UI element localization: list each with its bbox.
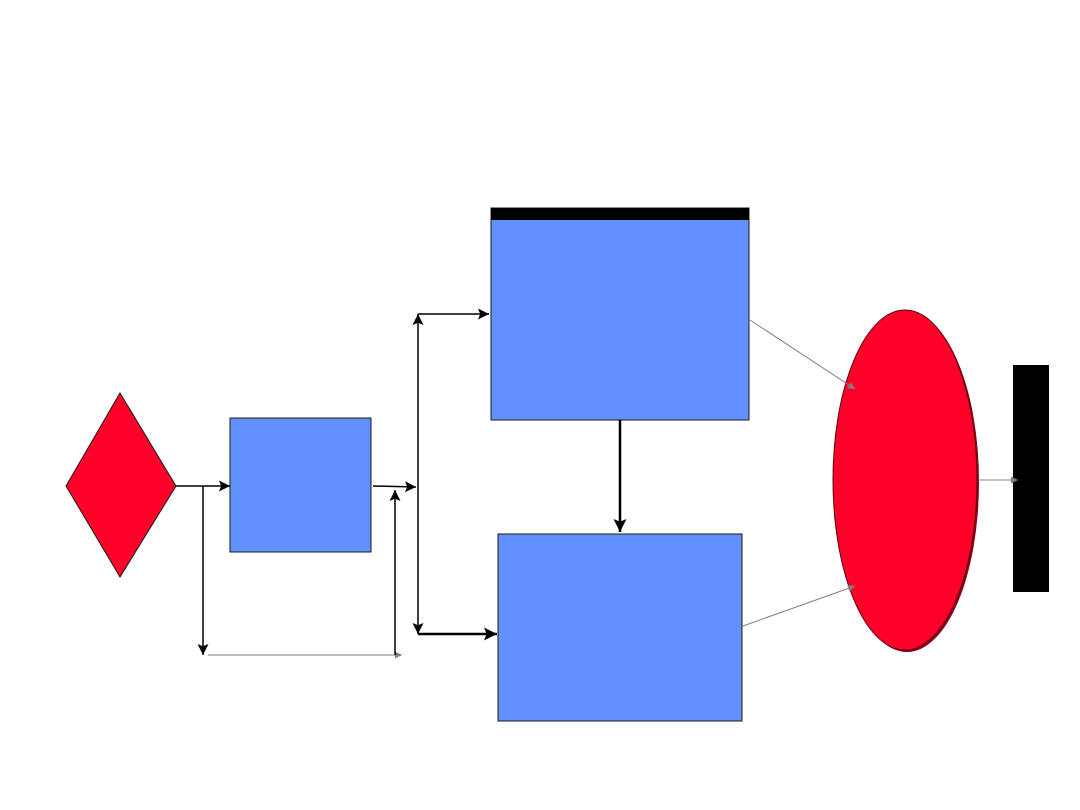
process-box-small [229,417,372,553]
connector-top-box-to-ellipse [749,319,856,390]
end-bar [1013,365,1049,592]
connector-small-box-to-junction [372,481,417,493]
process-box-top [490,207,750,421]
decision-diamond [65,392,177,578]
process-box-top-header-bar [491,208,749,220]
connector-bottom-box-to-ellipse [742,585,856,627]
process-box-bottom [497,533,743,722]
terminal-ellipse [832,309,978,651]
